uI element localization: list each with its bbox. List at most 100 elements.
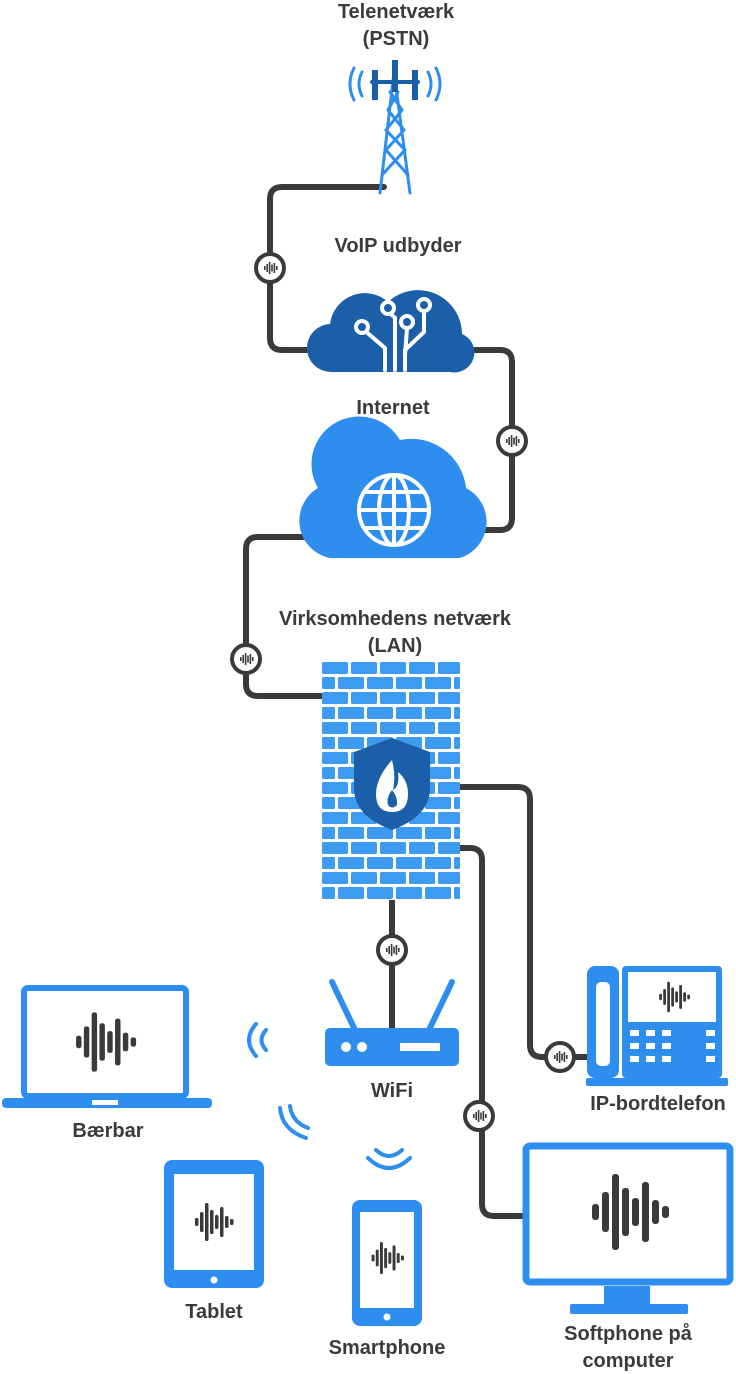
firewall-brick — [438, 782, 460, 794]
desk-phone-label: IP-bordtelefon — [590, 1093, 726, 1115]
smartphone-icon — [352, 1200, 422, 1326]
firewall-brick — [425, 707, 451, 719]
connector-node — [254, 252, 286, 284]
tablet-icon — [164, 1160, 264, 1288]
firewall-brick — [338, 887, 364, 899]
firewall-brick — [322, 677, 335, 689]
pstn-label-line2: (PSTN) — [363, 28, 430, 50]
firewall-brick — [409, 662, 435, 674]
firewall-brick — [322, 782, 348, 794]
firewall-brick — [454, 737, 460, 749]
firewall-brick — [367, 857, 393, 869]
firewall-brick — [338, 737, 364, 749]
firewall-brick — [396, 857, 422, 869]
firewall-brick — [454, 887, 460, 899]
firewall-brick — [438, 722, 460, 734]
firewall-brick — [338, 707, 364, 719]
firewall-brick — [380, 692, 406, 704]
firewall-brick — [338, 857, 364, 869]
wifi-signal-icon — [278, 1104, 310, 1140]
connector-node — [544, 1041, 576, 1073]
firewall-brick — [322, 662, 348, 674]
firewall-brick — [380, 662, 406, 674]
firewall-brick — [438, 842, 460, 854]
wire-internet-to-lan — [243, 534, 325, 699]
firewall-brick — [322, 872, 348, 884]
laptop-icon — [2, 985, 212, 1108]
firewall-brick — [380, 722, 406, 734]
lan-label-line1: Virksomhedens netværk — [279, 608, 512, 630]
firewall-brick — [380, 842, 406, 854]
firewall-brick — [338, 827, 364, 839]
firewall-brick — [454, 827, 460, 839]
firewall-brick — [425, 887, 451, 899]
firewall-brick — [438, 662, 460, 674]
firewall-brick — [425, 827, 451, 839]
firewall-brick — [409, 872, 435, 884]
firewall-brick — [322, 857, 335, 869]
audio-wave-icon — [76, 1012, 137, 1072]
firewall-brick — [438, 812, 460, 824]
firewall-brick — [367, 677, 393, 689]
firewall-brick — [322, 707, 335, 719]
firewall-brick — [338, 677, 364, 689]
firewall-brick — [351, 722, 377, 734]
connector-node — [463, 1100, 495, 1132]
smartphone-label: Smartphone — [329, 1337, 446, 1359]
softphone-label-line1: Softphone på — [564, 1322, 693, 1345]
monitor-icon — [522, 1142, 734, 1314]
firewall-brick — [409, 722, 435, 734]
firewall-brick — [322, 692, 348, 704]
firewall-brick — [425, 737, 451, 749]
tablet-label: Tablet — [185, 1301, 243, 1323]
firewall-brick — [322, 827, 335, 839]
softphone-label-line2: computer — [582, 1350, 673, 1372]
lan-label-line2: (LAN) — [368, 635, 422, 657]
firewall-brick — [322, 842, 348, 854]
firewall-brick — [396, 707, 422, 719]
cloud-globe-icon — [299, 416, 487, 558]
firewall-brick — [425, 857, 451, 869]
connector-node — [376, 934, 408, 966]
firewall-brick — [322, 767, 335, 779]
wire-lan-to-softphone — [457, 845, 528, 1219]
firewall-brick — [351, 662, 377, 674]
firewall-brick — [454, 677, 460, 689]
firewall-brick — [454, 767, 460, 779]
firewall-brick — [396, 677, 422, 689]
firewall-brick — [438, 872, 460, 884]
firewall-brick — [409, 842, 435, 854]
firewall-brick — [322, 737, 335, 749]
firewall-brick — [351, 842, 377, 854]
firewall-brick — [425, 767, 451, 779]
firewall-brick — [322, 797, 335, 809]
firewall-brick — [396, 887, 422, 899]
firewall-brick — [351, 872, 377, 884]
firewall-brick — [322, 887, 335, 899]
firewall-brick — [438, 752, 460, 764]
firewall-brick — [454, 707, 460, 719]
firewall-brick — [367, 827, 393, 839]
wifi-signal-icon — [366, 1148, 412, 1170]
firewall-brick — [454, 797, 460, 809]
wifi-signal-icon — [247, 1022, 268, 1058]
cell-tower-icon — [348, 60, 442, 195]
connector-node — [496, 425, 528, 457]
cloud-circuit-icon — [306, 290, 475, 373]
firewall-brick — [454, 857, 460, 869]
firewall-brick — [322, 812, 348, 824]
router-icon — [325, 979, 459, 1066]
firewall-brick — [396, 827, 422, 839]
wire-lan-to-desk-phone — [457, 784, 593, 1060]
wifi-label: WiFi — [371, 1080, 413, 1102]
firewall-brick — [322, 752, 348, 764]
firewall-brick — [409, 692, 435, 704]
firewall-brick — [351, 692, 377, 704]
firewall-brick — [380, 872, 406, 884]
firewall-brick — [438, 692, 460, 704]
firewall-brick — [322, 722, 348, 734]
firewall-brick — [425, 677, 451, 689]
firewall-brick — [367, 887, 393, 899]
